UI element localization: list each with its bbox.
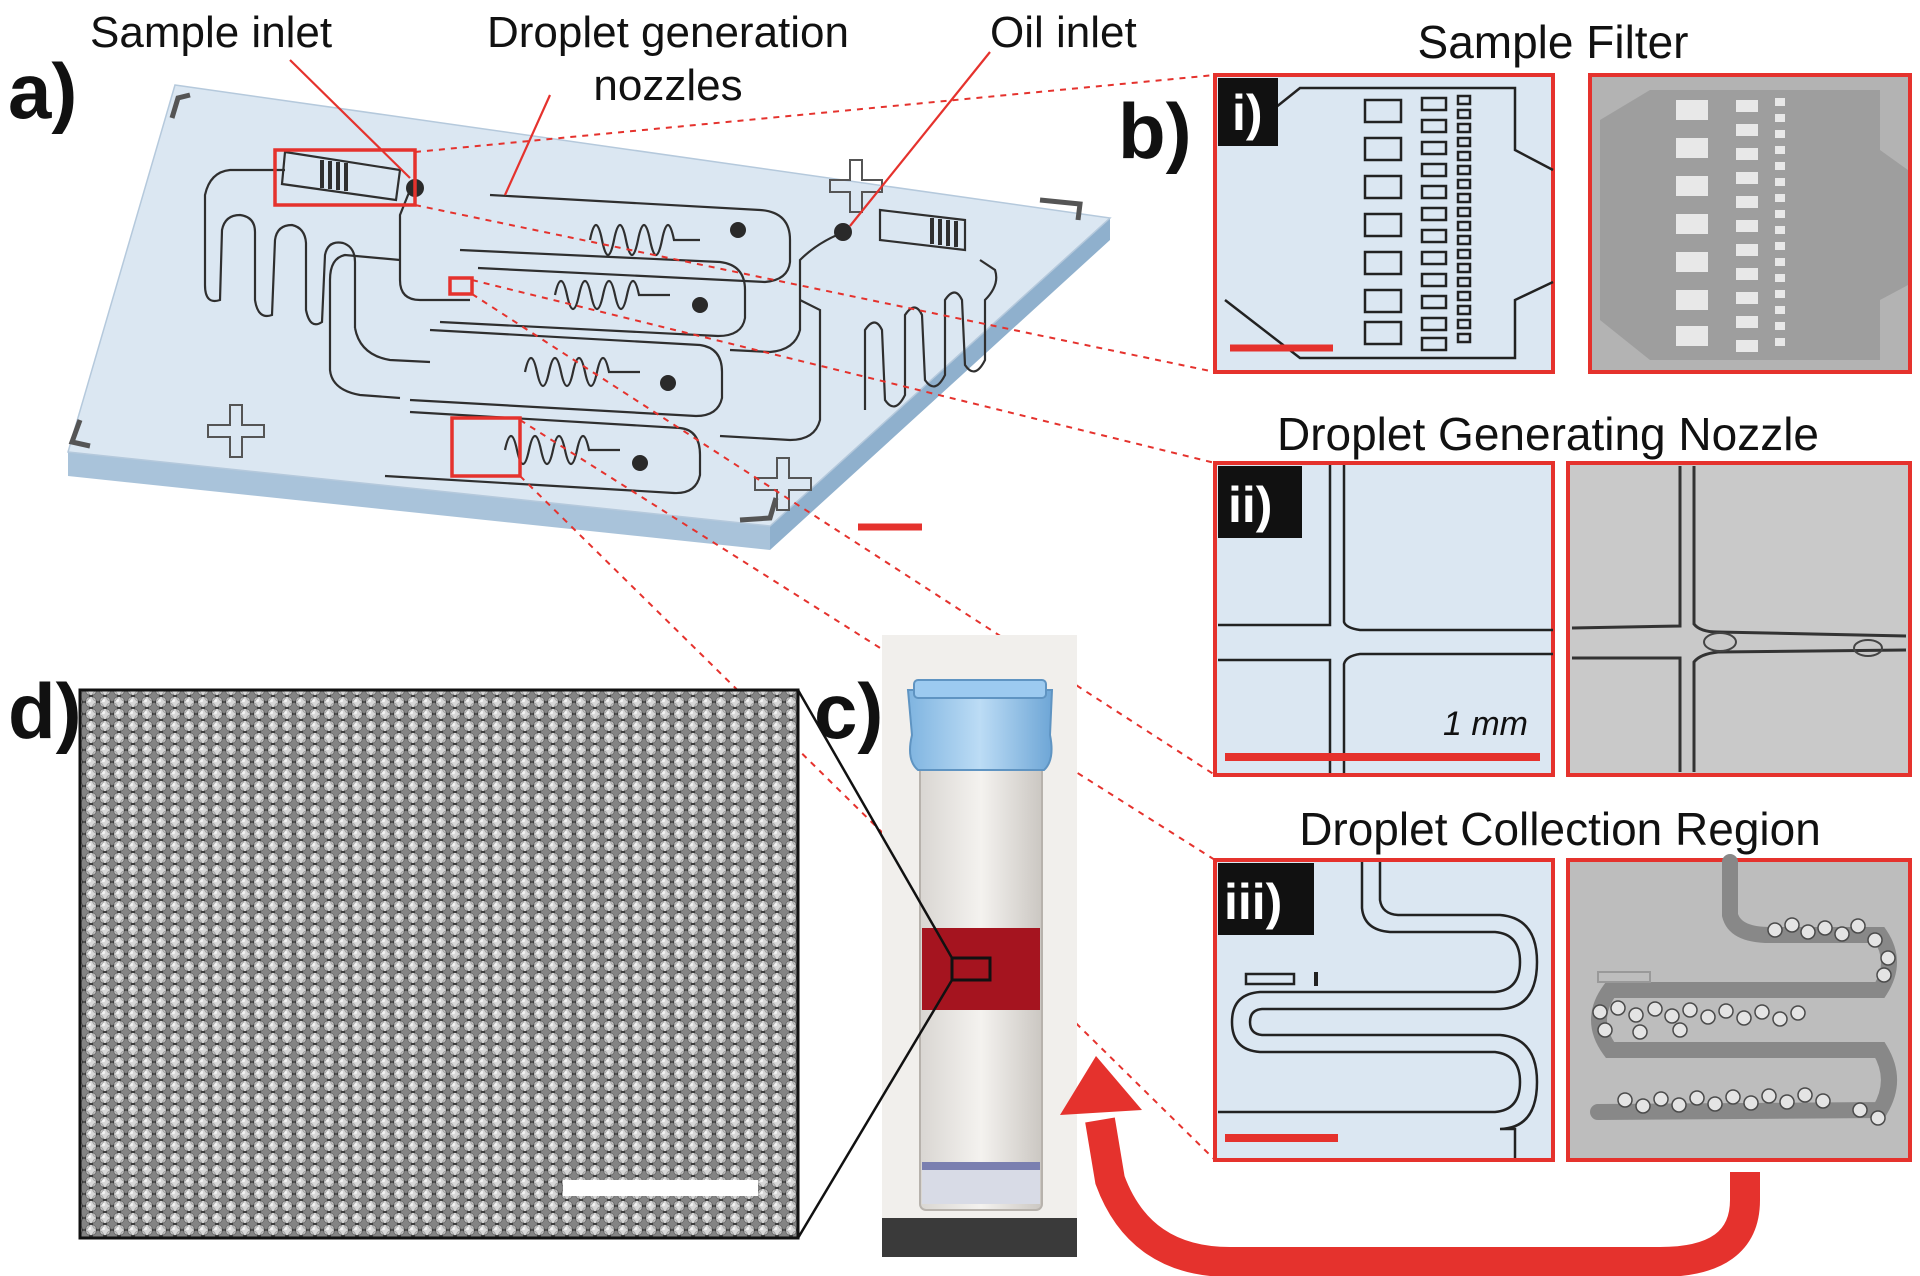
- filter-pillar-array: [1363, 94, 1472, 352]
- zoom-connectors: [414, 74, 1216, 1161]
- collected-droplets: [1592, 917, 1896, 1126]
- microchannels: [203, 150, 998, 495]
- droplet-nozzles-label-line1: Droplet generation: [487, 8, 849, 57]
- nozzle-title: Droplet Generating Nozzle: [1277, 408, 1819, 460]
- panel-c-label: c): [814, 667, 883, 755]
- droplet-scale-bar: [563, 1180, 758, 1196]
- sub-ii-label: ii): [1228, 477, 1272, 533]
- panel-a-label: a): [8, 47, 77, 135]
- nozzle-highlight-box: [448, 276, 474, 296]
- filter-pillars: [320, 160, 958, 247]
- collection-title: Droplet Collection Region: [1299, 803, 1821, 855]
- droplet-micrograph: [78, 688, 800, 1240]
- collection-tube-photo: [882, 635, 1077, 1257]
- droplet-nozzles-label-line2: nozzles: [593, 61, 742, 110]
- alignment-crosses: [207, 159, 883, 511]
- collection-schematic: iii): [1213, 858, 1555, 1162]
- filter-micrograph: [1588, 73, 1912, 374]
- filter-highlight-box: [273, 148, 417, 207]
- panel-b-label: b): [1118, 87, 1192, 175]
- tube-zoom-box: [950, 956, 992, 982]
- nozzle-scale-text: 1 mm: [1443, 705, 1528, 743]
- flow-arrow: [1085, 1117, 1760, 1276]
- sample-inlet-label: Sample inlet: [90, 8, 332, 57]
- alignment-corners: [68, 92, 1083, 523]
- sub-iii-label: iii): [1224, 874, 1282, 930]
- flow-arrowhead: [1060, 1056, 1142, 1115]
- sub-i-label: i): [1232, 85, 1263, 141]
- tube-zoom-lines: [796, 689, 954, 1239]
- collection-micrograph: [1566, 854, 1912, 1162]
- oil-inlet-label: Oil inlet: [990, 8, 1137, 57]
- chip-top: [67, 84, 1112, 527]
- panel-d-label: d): [8, 667, 82, 755]
- oil-port: [834, 223, 852, 241]
- nozzle-schematic: ii) 1 mm: [1213, 461, 1555, 777]
- nozzle-micrograph: [1566, 461, 1912, 777]
- label-leaders: [289, 51, 991, 227]
- collection-highlight-box: [450, 416, 522, 478]
- chip-diagram: [67, 84, 1112, 550]
- chip-side-front: [68, 452, 770, 550]
- emulsion-layer: [922, 928, 1040, 1010]
- filter-schematic: i): [1213, 73, 1555, 374]
- highlight-boxes: [273, 148, 522, 478]
- sample-filter-title: Sample Filter: [1418, 16, 1689, 68]
